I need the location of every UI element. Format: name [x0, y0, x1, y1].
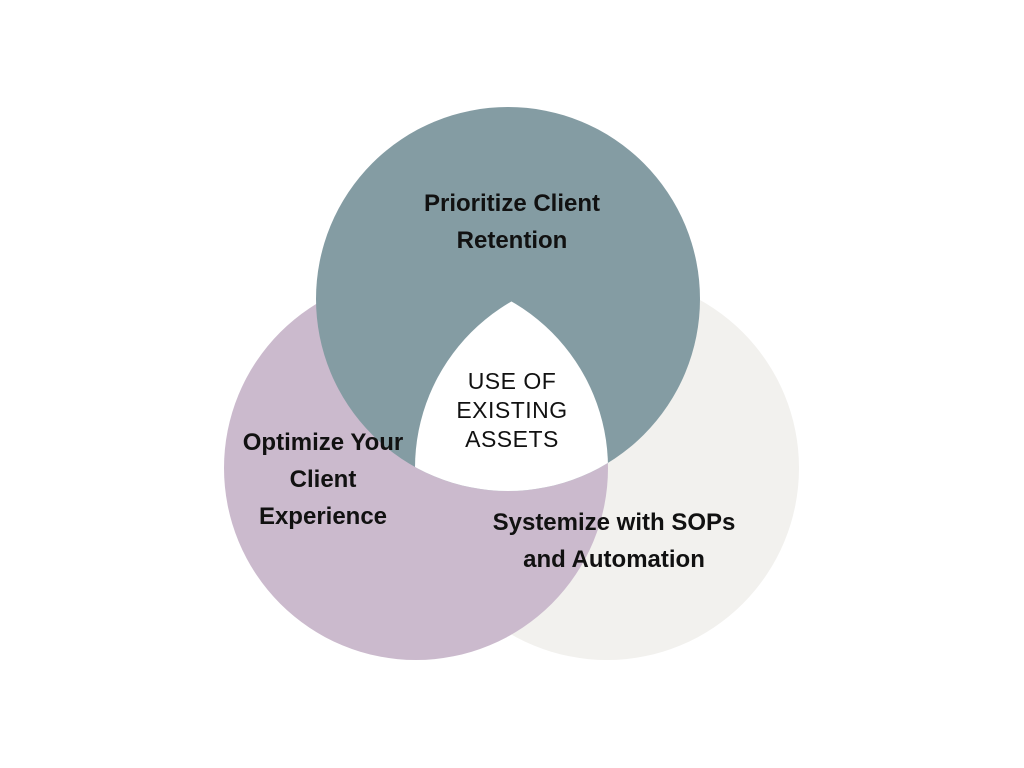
left-label-line-3: Experience [258, 503, 388, 530]
center-label: USE OF EXISTING ASSETS [442, 367, 582, 454]
left-label-line-2: Client [289, 466, 357, 493]
top-circle [316, 107, 700, 491]
center-label-line-3: ASSETS [465, 426, 559, 452]
center-label-line-1: USE OF [467, 368, 557, 394]
right-label-line-2: and Automation [523, 546, 705, 573]
right-circle-label: Systemize with SOPs and Automation [484, 504, 744, 578]
top-label-line-1: Prioritize Client [423, 190, 601, 217]
top-circle-label: Prioritize Client Retention [412, 185, 612, 259]
top-label-line-2: Retention [456, 227, 568, 254]
center-label-line-2: EXISTING [456, 397, 568, 423]
left-circle-label: Optimize Your Client Experience [228, 424, 418, 535]
left-label-line-1: Optimize Your [242, 429, 404, 456]
right-label-line-1: Systemize with SOPs [492, 509, 736, 536]
